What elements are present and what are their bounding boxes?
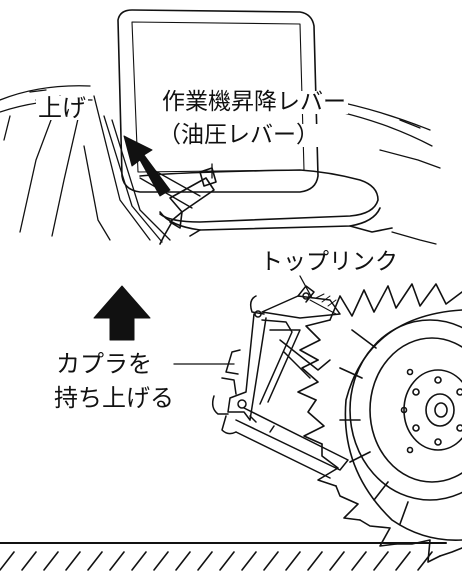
seat-illustration [117, 9, 393, 245]
rear-wheel-illustration [297, 283, 462, 563]
hitch-illustration [211, 285, 349, 479]
lever-illustration [139, 167, 217, 229]
up-arrow-icon [93, 285, 151, 341]
lever-name-label: 作業機昇降レバー [160, 89, 348, 115]
lever-sub-label: （油圧レバー） [156, 122, 321, 148]
floor-lines [329, 99, 441, 245]
coupler-label-line2: 持ち上げる [54, 384, 174, 412]
top-link-label: トップリンク [258, 249, 400, 275]
ground-hatch [0, 542, 447, 571]
fender-frame [0, 85, 171, 243]
lift-up-label: 上げ [36, 94, 88, 122]
coupler-label-line1: カプラを [56, 350, 152, 378]
lever-up-arrow [123, 135, 171, 197]
